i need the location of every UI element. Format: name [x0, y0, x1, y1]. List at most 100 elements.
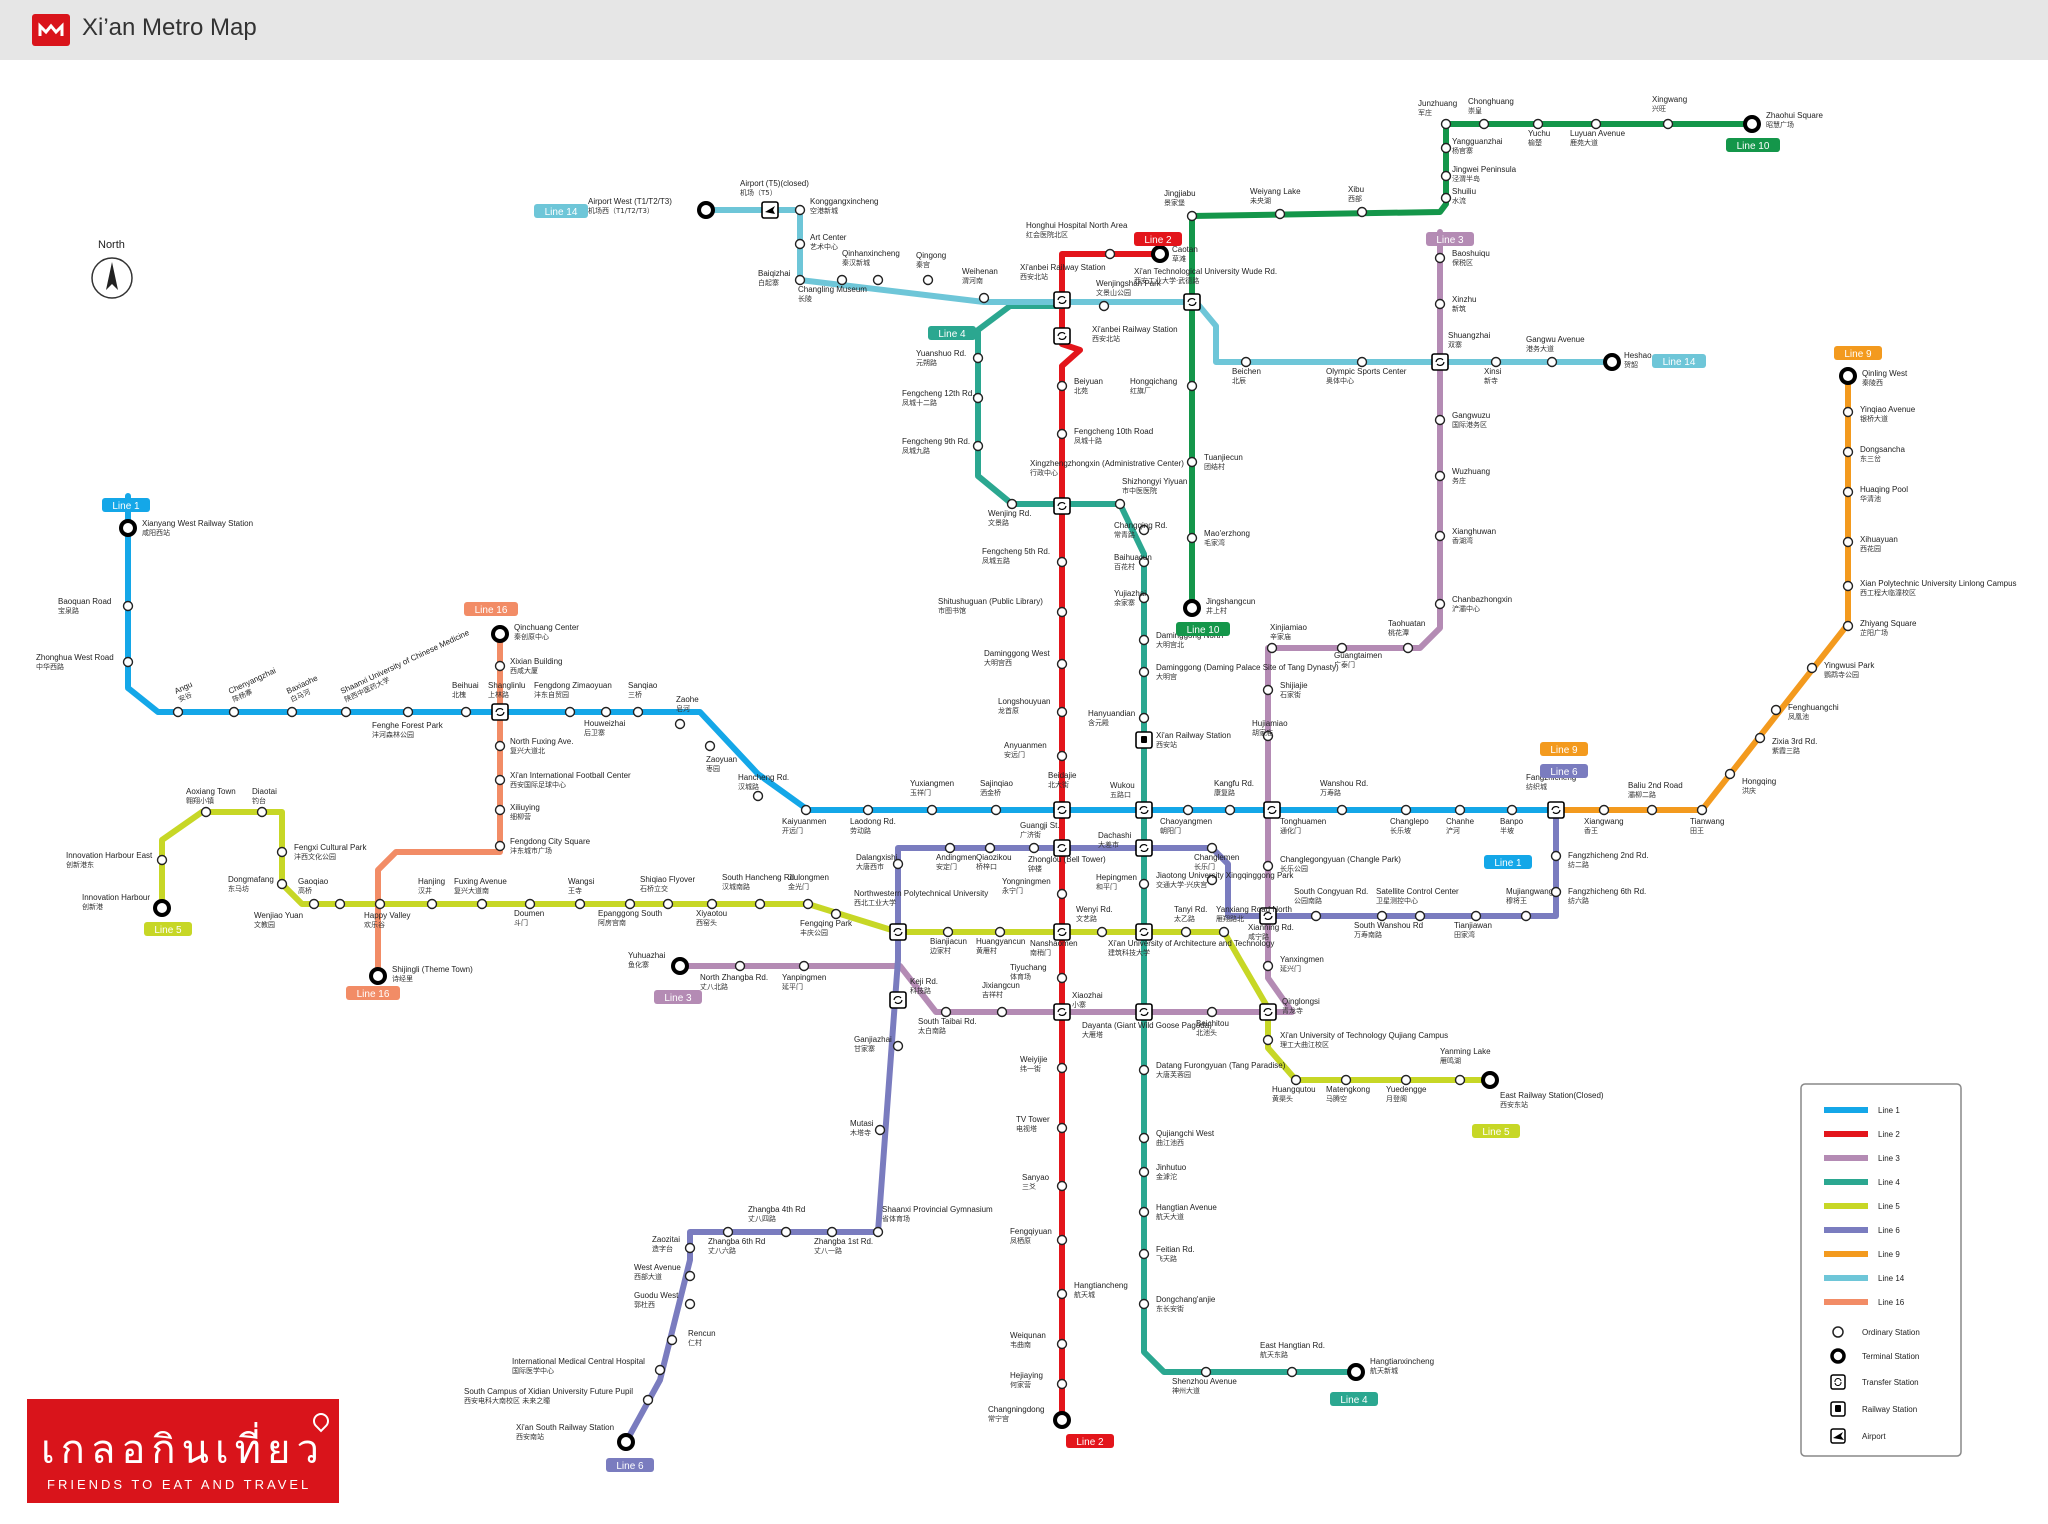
metro-line-l16[interactable]: [375, 631, 503, 979]
station[interactable]: Keji Rd.科技路: [889, 977, 938, 1009]
station[interactable]: North Zhangba Rd.丈八北路: [700, 960, 768, 992]
station[interactable]: Shitushuguan (Public Library)市图书馆: [938, 597, 1068, 618]
station[interactable]: North Fuxing Ave.复兴大道北: [494, 737, 574, 755]
metro-line-l3[interactable]: [677, 229, 1443, 1015]
station[interactable]: Shaanxi University of Chinese Medicine陕西…: [339, 628, 475, 718]
station[interactable]: Zhangba 1st Rd.丈八一路: [814, 1226, 873, 1256]
station[interactable]: Yuanshuo Rd.元朔路: [916, 349, 984, 367]
station[interactable]: Xi'an University of Technology Qujiang C…: [1262, 1031, 1449, 1049]
station[interactable]: Fangzhicheng 2nd Rd.纺二路: [1550, 850, 1649, 869]
station[interactable]: East Railway Station(Closed)西安东站: [1481, 1071, 1604, 1109]
station[interactable]: Hancheng Rd.汉城路: [738, 773, 789, 802]
metro-line-l10[interactable]: [1189, 121, 1755, 611]
station[interactable]: Changlegongyuan (Changle Park)长乐公园: [1262, 855, 1402, 873]
station[interactable]: Xi'an Technological University Wude Rd.西…: [1134, 267, 1277, 311]
station[interactable]: Fengcheng 9th Rd.凤城九路: [902, 437, 984, 455]
station[interactable]: Datang Furongyuan (Tang Paradise)大唐芙蓉园: [1138, 1061, 1286, 1079]
station[interactable]: Xian Polytechnic University Linlong Camp…: [1842, 579, 2017, 597]
station[interactable]: Changqing Rd.常青路: [1114, 521, 1167, 539]
station[interactable]: South Congyuan Rd.公园南路: [1294, 887, 1368, 922]
station[interactable]: Zixia 3rd Rd.紫霞三路: [1754, 732, 1818, 756]
station[interactable]: Fengcheng 5th Rd.凤城五路: [982, 547, 1068, 568]
